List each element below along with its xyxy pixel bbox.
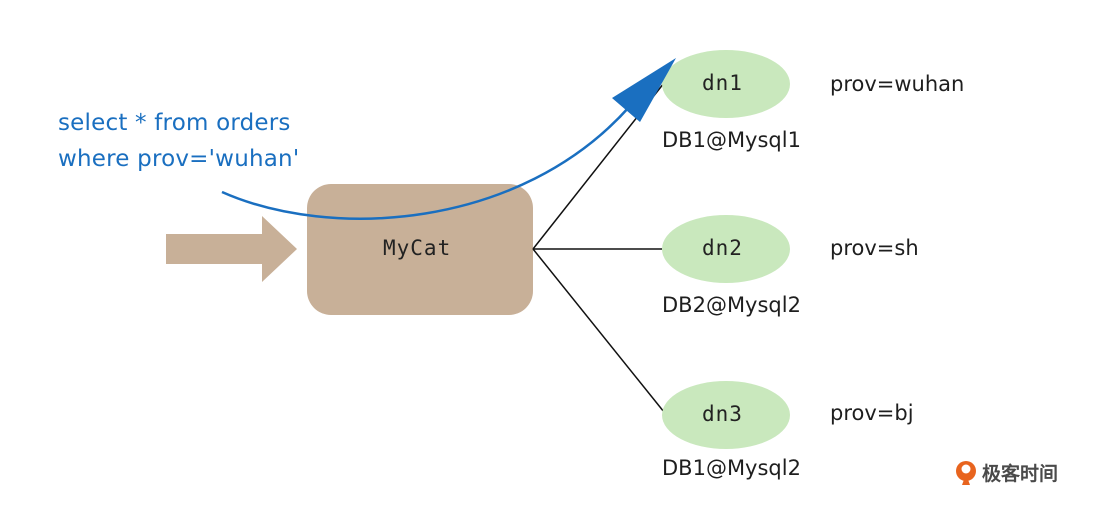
query-line-1: select * from orders <box>58 110 291 136</box>
link-to-dn3 <box>532 248 665 413</box>
mycat-label: MyCat <box>383 236 452 260</box>
brand-watermark: 极客时间 <box>982 459 1058 486</box>
query-line-2: where prov='wuhan' <box>58 146 300 172</box>
node-dn1-label: dn1 <box>702 71 743 95</box>
brand-logo-icon <box>956 461 976 485</box>
mycat-box <box>307 184 533 315</box>
node-dn3-label: dn3 <box>702 402 743 426</box>
node-dn2-db-label: DB2@Mysql2 <box>662 293 801 317</box>
node-dn2-ellipse <box>662 215 790 283</box>
node-dn2-rule-label: prov=sh <box>830 236 919 260</box>
node-dn1-ellipse <box>662 50 790 118</box>
node-dn3-ellipse <box>662 381 790 449</box>
node-dn2-label: dn2 <box>702 236 743 260</box>
query-route-curve <box>221 105 631 220</box>
node-dn1-db-label: DB1@Mysql1 <box>662 128 801 152</box>
node-dn3-db-label: DB1@Mysql2 <box>662 456 801 480</box>
input-arrow <box>166 216 297 282</box>
node-dn1-rule-label: prov=wuhan <box>830 72 965 96</box>
query-route-arrowhead <box>612 58 676 122</box>
brand-text: 极客时间 <box>982 463 1059 485</box>
node-dn3-rule-label: prov=bj <box>830 401 914 425</box>
